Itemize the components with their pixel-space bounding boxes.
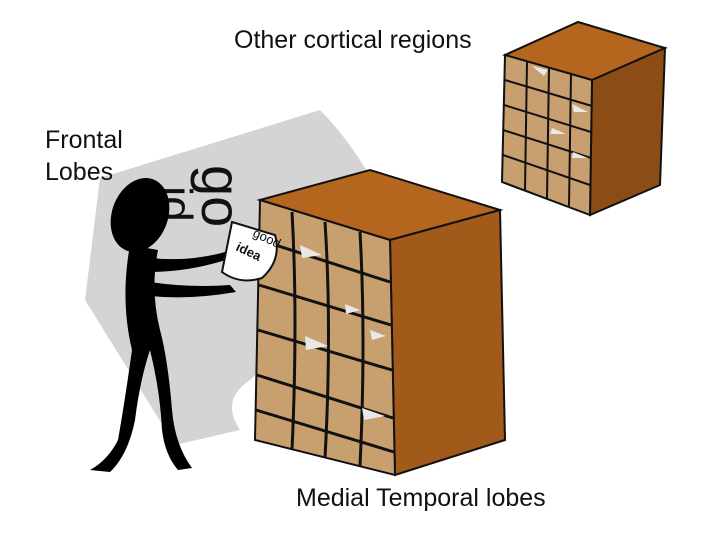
filing-cabinet-icon bbox=[500, 20, 668, 217]
filing-cabinet-icon bbox=[253, 168, 507, 477]
other-cortical-label: Other cortical regions bbox=[234, 26, 472, 54]
medial-temporal-label: Medial Temporal lobes bbox=[296, 484, 546, 512]
frontal-lobes-label: Frontal Lobes bbox=[45, 124, 145, 188]
frontal-line1: Frontal bbox=[45, 126, 123, 154]
frontal-line2: Lobes bbox=[45, 158, 114, 186]
big-go-text: go bbox=[190, 165, 253, 227]
stick-figure-icon bbox=[90, 178, 236, 472]
